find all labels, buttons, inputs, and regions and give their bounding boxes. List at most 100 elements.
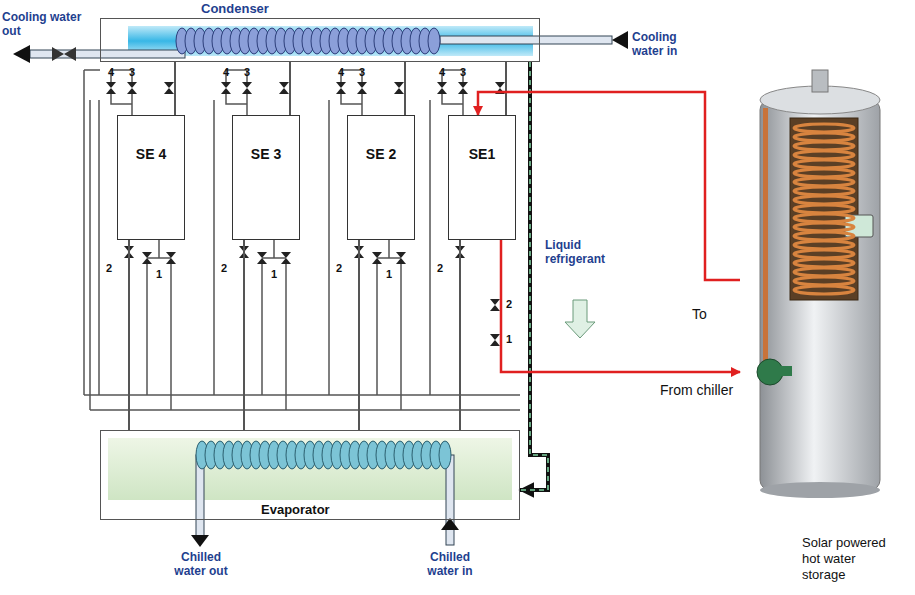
valve-number: 1 [506, 333, 512, 345]
valve-symbol [281, 252, 291, 258]
coil-turn [794, 259, 854, 267]
hot-water-pipe [376, 264, 378, 395]
hot-water-pipe [146, 264, 148, 395]
valve-number: 1 [271, 268, 277, 280]
pipe-connector [175, 62, 176, 115]
pipe-line [174, 62, 176, 115]
refrigerant-flow [520, 62, 548, 490]
flow-label: To [692, 306, 707, 322]
node-label: Evaporator [261, 502, 330, 517]
hot-water-pipe [98, 100, 100, 395]
coil-turn [794, 250, 854, 258]
coil-turn [794, 160, 854, 168]
valve-number: 3 [129, 66, 135, 78]
pipe-connector [244, 240, 245, 430]
valve-number: 4 [223, 66, 229, 78]
hot-water-pipe [131, 94, 133, 115]
pipe-line [478, 92, 740, 280]
valve-symbol [127, 88, 137, 94]
hot-water-pipe [442, 70, 463, 82]
valve-symbol [242, 82, 252, 88]
flow-arrow [13, 45, 30, 63]
valve-symbol [164, 82, 174, 88]
pipe-connector [129, 240, 130, 430]
valve-symbol [357, 82, 367, 88]
valve-number: 3 [244, 66, 250, 78]
valve-symbol [221, 88, 231, 94]
valve-symbol [221, 82, 231, 88]
hot-water-tank [757, 70, 880, 498]
flow-arrow [612, 31, 628, 49]
header-pipes [84, 70, 520, 410]
valve-number: 2 [506, 298, 512, 310]
pipe-connector [405, 62, 406, 115]
valve-symbol [458, 82, 468, 88]
coil-turn [794, 196, 854, 204]
sorption-bed: SE 3 [232, 115, 300, 240]
valve-symbol [490, 340, 500, 346]
valve-symbol [357, 88, 367, 94]
valve-number: 2 [106, 262, 112, 274]
valve-symbol [394, 88, 404, 94]
hot-water-pipe [377, 257, 401, 259]
flow-label: Cooling water in [632, 30, 694, 58]
coil-turn [794, 223, 854, 231]
pipe-connector [501, 240, 740, 372]
hot-water-pipe [213, 100, 215, 395]
hot-water-pipe [429, 100, 431, 395]
valve-symbol [458, 88, 468, 94]
valve-symbol [166, 252, 176, 258]
pipe-line [128, 240, 130, 430]
coil-turn [794, 232, 854, 240]
hot-water-pipe [246, 94, 248, 115]
hot-water-pipe [226, 70, 247, 82]
valve-symbol [396, 252, 406, 258]
hot-water-pipe [341, 94, 362, 104]
sorption-bed: SE1 [448, 115, 516, 240]
pipe-line [520, 62, 548, 490]
hot-water-pipe [170, 264, 172, 410]
coil-turn [794, 268, 854, 276]
pipe-line [289, 62, 291, 115]
valve-symbol [142, 252, 152, 258]
pipe-line [243, 240, 245, 430]
valve-symbol [372, 258, 382, 264]
coil-turn [439, 441, 451, 469]
pipe-line [459, 240, 461, 430]
valve-symbol [336, 88, 346, 94]
valve-symbol [52, 47, 64, 61]
coil-turn [794, 133, 854, 141]
pipe-line [358, 240, 360, 430]
hot-water-pipe [147, 257, 171, 259]
valve-number: 4 [338, 66, 344, 78]
hot-water-pipe [285, 264, 287, 410]
valve-number: 3 [460, 66, 466, 78]
hot-water-pipe [226, 94, 247, 104]
condenser-box: Condenser [100, 18, 540, 62]
node-label: Solar powered hot water storage [802, 535, 902, 583]
pipe-connector [460, 240, 461, 430]
flow-label: Liquid refrigerant [545, 238, 617, 266]
hot-water-pipe [442, 94, 463, 104]
hot-water-pipe [361, 94, 363, 115]
hot-water-pipe [400, 264, 402, 410]
valve-symbol [64, 47, 76, 61]
pipe-connector [478, 92, 740, 280]
valve-symbol [372, 252, 382, 258]
pipe-line [404, 62, 406, 115]
coil-turn [794, 169, 854, 177]
pipe-line [501, 240, 740, 372]
flow-label: From chiller [660, 382, 733, 398]
valve-symbol [437, 88, 447, 94]
coil-turn [794, 241, 854, 249]
valve-number: 2 [221, 262, 227, 274]
valve-symbol [396, 258, 406, 264]
valve-symbol [495, 82, 505, 88]
coil-turn [794, 277, 854, 285]
pipe-connector [290, 62, 291, 115]
valve-symbol [106, 88, 116, 94]
valve-symbol [281, 258, 291, 264]
pipe-connector [506, 62, 507, 115]
hot-water-pipe [462, 94, 464, 115]
